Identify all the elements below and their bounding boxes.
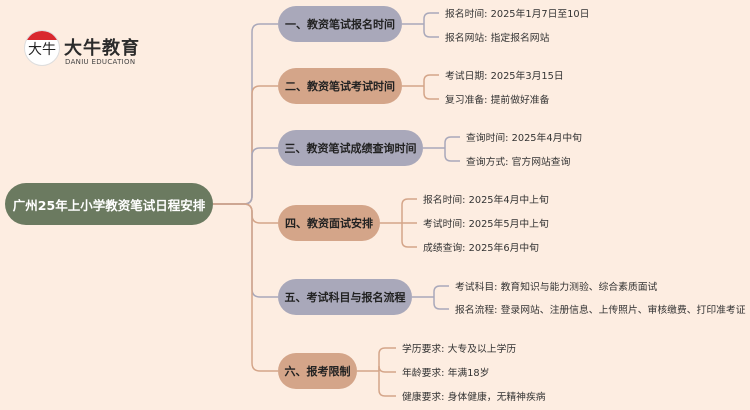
root-branch-connector bbox=[213, 203, 278, 372]
leaf-item: 报名流程: 登录网站、注册信息、上传照片、审核缴费、打印准考证 bbox=[455, 305, 746, 316]
logo: 大牛 大牛教育 DANIU EDUCATION bbox=[22, 28, 172, 72]
leaf-connector bbox=[378, 347, 396, 371]
leaf-connector bbox=[378, 365, 396, 373]
logo-glyph: 大牛 bbox=[28, 42, 56, 58]
branch-node[interactable]: 六、报考限制 bbox=[278, 353, 357, 389]
leaf-item: 考试科目: 教育知识与能力测验、综合素质面试 bbox=[455, 282, 658, 293]
leaf-item: 查询方式: 官方网站查询 bbox=[466, 157, 571, 168]
leaf-item: 年龄要求: 年满18岁 bbox=[402, 368, 490, 379]
root-branch-connector bbox=[213, 203, 278, 224]
leaf-connector bbox=[444, 136, 460, 148]
root-node[interactable]: 广州25年上小学教资笔试日程安排 bbox=[5, 183, 213, 225]
leaf-connector bbox=[423, 86, 439, 100]
leaf-item: 学历要求: 大专及以上学历 bbox=[402, 344, 517, 355]
root-branch-connector bbox=[213, 85, 278, 205]
root-branch-connector bbox=[213, 23, 278, 205]
logo-subtitle: DANIU EDUCATION bbox=[65, 58, 136, 66]
leaf-item: 查询时间: 2025年4月中旬 bbox=[466, 133, 582, 144]
branch-node[interactable]: 三、教资笔试成绩查询时间 bbox=[278, 130, 423, 166]
leaf-connector bbox=[423, 74, 439, 86]
root-branch-connector bbox=[213, 203, 278, 298]
leaf-connector bbox=[444, 148, 460, 162]
leaf-connector bbox=[378, 371, 396, 397]
leaf-item: 考试日期: 2025年3月15日 bbox=[445, 71, 564, 82]
branch-node[interactable]: 五、考试科目与报名流程 bbox=[278, 279, 412, 315]
leaf-item: 成绩查询: 2025年6月中旬 bbox=[423, 243, 539, 254]
leaf-connector bbox=[433, 285, 449, 297]
branch-node[interactable]: 二、教资笔试考试时间 bbox=[278, 68, 402, 104]
logo-title: 大牛教育 bbox=[64, 38, 140, 59]
leaf-connector bbox=[423, 12, 439, 24]
leaf-item: 考试时间: 2025年5月中上旬 bbox=[423, 219, 549, 230]
logo-icon: 大牛 bbox=[24, 30, 60, 66]
branch-node[interactable]: 一、教资笔试报名时间 bbox=[278, 6, 402, 42]
root-branch-connector bbox=[213, 147, 278, 205]
leaf-connector bbox=[433, 297, 449, 310]
leaf-item: 复习准备: 提前做好准备 bbox=[445, 95, 550, 106]
branch-node[interactable]: 四、教资面试安排 bbox=[278, 205, 380, 241]
leaf-item: 报名时间: 2025年4月中上旬 bbox=[423, 195, 549, 206]
leaf-connector bbox=[401, 198, 417, 223]
leaf-item: 健康要求: 身体健康，无精神疾病 bbox=[402, 392, 546, 403]
leaf-item: 报名时间: 2025年1月7日至10日 bbox=[445, 9, 590, 20]
leaf-item: 报名网站: 指定报名网站 bbox=[445, 33, 550, 44]
leaf-connector bbox=[401, 223, 417, 248]
leaf-connector bbox=[423, 24, 439, 38]
